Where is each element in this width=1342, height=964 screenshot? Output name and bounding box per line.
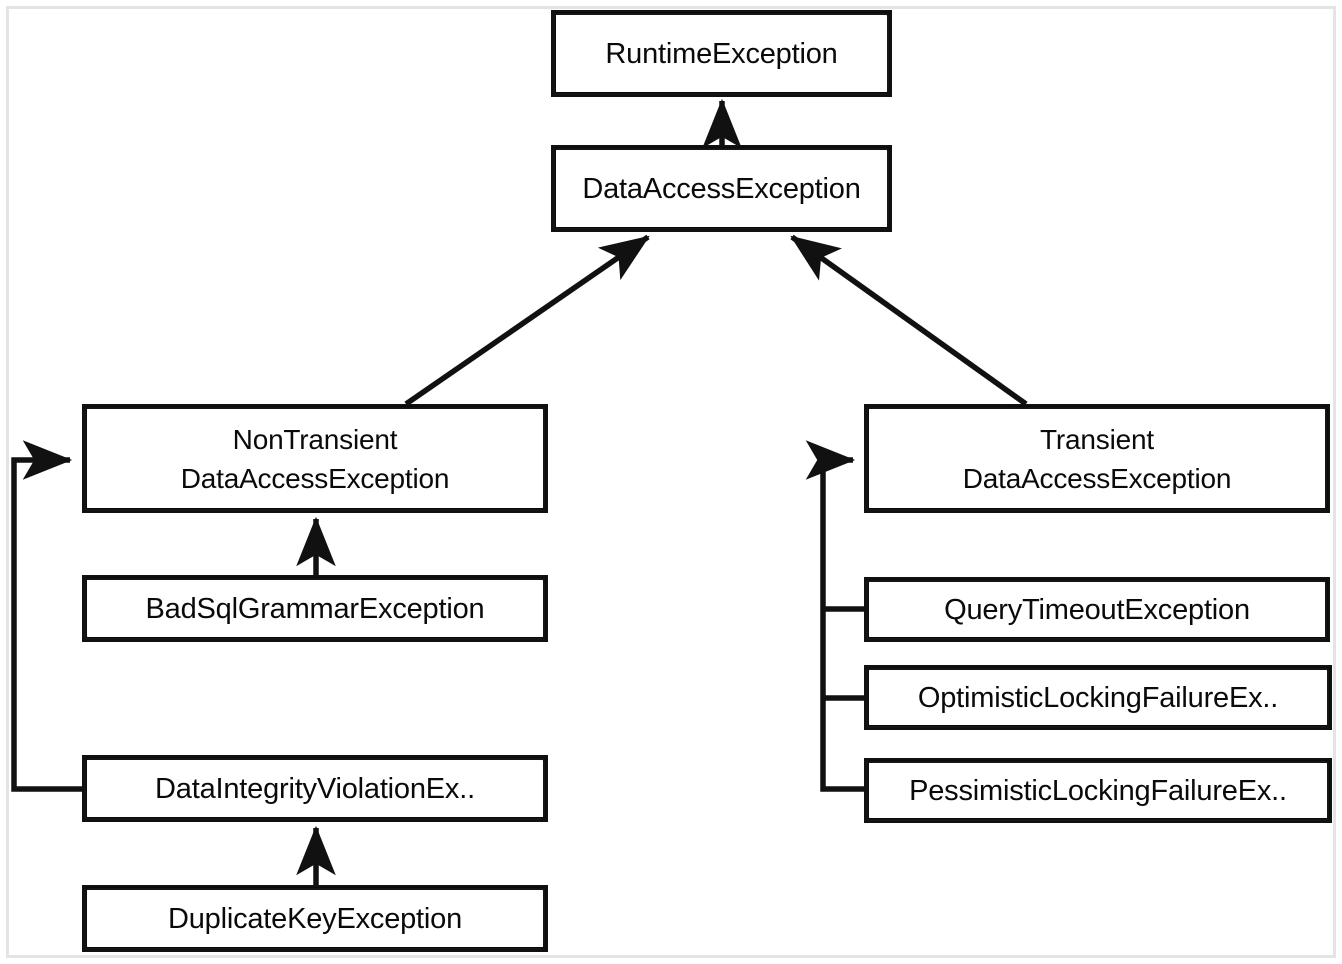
edge-nontransient-to-dae — [404, 234, 650, 407]
node-query-timeout-exception[interactable]: QueryTimeoutException — [864, 577, 1330, 642]
node-label: QueryTimeoutException — [944, 593, 1250, 626]
node-bad-sql-grammar-exception[interactable]: BadSqlGrammarException — [82, 575, 548, 642]
node-label: DuplicateKeyException — [167, 902, 463, 935]
node-data-integrity-violation-exception[interactable]: DataIntegrityViolationEx.. — [82, 755, 548, 822]
node-label: NonTransient DataAccessException — [180, 423, 450, 494]
node-label: Transient DataAccessException — [962, 423, 1232, 494]
node-pessimistic-locking-failure-exception[interactable]: PessimisticLockingFailureEx.. — [864, 758, 1332, 823]
node-optimistic-locking-failure-exception[interactable]: OptimisticLockingFailureEx.. — [864, 665, 1332, 730]
node-non-transient-data-access-exception[interactable]: NonTransient DataAccessException — [82, 404, 548, 513]
edge-trunk-right-spine — [805, 440, 864, 792]
node-transient-data-access-exception[interactable]: Transient DataAccessException — [864, 404, 1330, 513]
edge-integrity-to-nontransient — [11, 440, 82, 792]
node-data-access-exception[interactable]: DataAccessException — [551, 145, 892, 232]
node-runtime-exception[interactable]: RuntimeException — [551, 10, 892, 97]
node-label: DataAccessException — [582, 172, 861, 205]
node-label: DataIntegrityViolationEx.. — [155, 772, 475, 805]
node-duplicate-key-exception[interactable]: DuplicateKeyException — [82, 885, 548, 952]
node-label: OptimisticLockingFailureEx.. — [917, 681, 1279, 714]
node-label: BadSqlGrammarException — [145, 592, 485, 625]
node-label: PessimisticLockingFailureEx.. — [909, 774, 1287, 807]
edge-transient-to-dae — [790, 234, 1028, 407]
node-label: RuntimeException — [605, 37, 838, 70]
